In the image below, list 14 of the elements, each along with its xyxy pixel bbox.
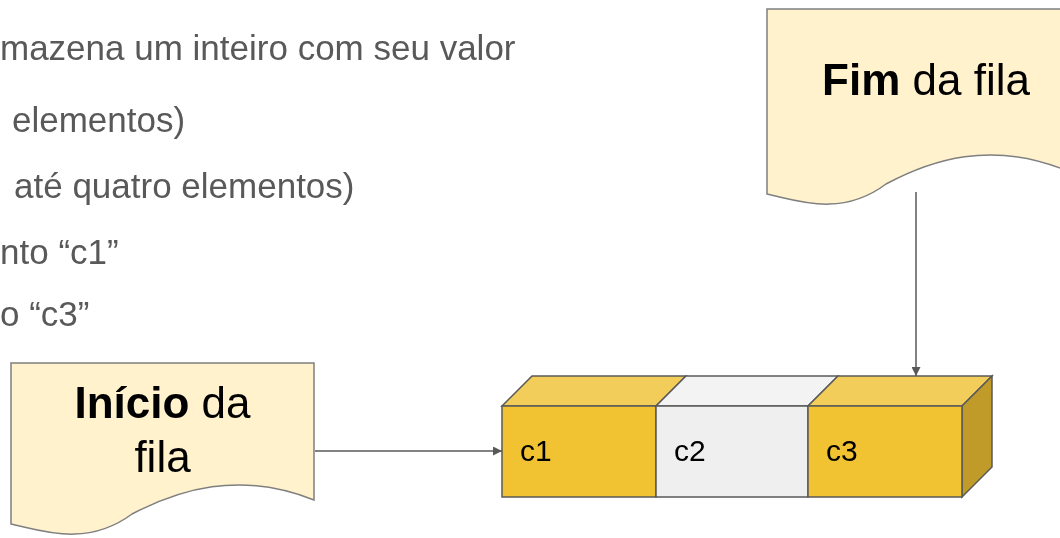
- bullet-text: até quatro elementos): [14, 166, 355, 206]
- cell-label: c1: [520, 434, 552, 468]
- document-shape: [10, 362, 315, 538]
- arrow: [314, 446, 503, 456]
- bullet-text: mazena um inteiro com seu valor: [0, 28, 516, 68]
- cell-label: c3: [826, 434, 858, 468]
- cell-label: c2: [674, 434, 706, 468]
- node-label: Fim da fila: [821, 54, 1031, 106]
- node-label: Início da fila: [73, 377, 252, 483]
- bullet-text: nto “c1”: [0, 232, 119, 272]
- arrow: [911, 191, 921, 377]
- document-shape: [766, 8, 1060, 208]
- bullet-text: elementos): [12, 100, 186, 140]
- bullet-text: o “c3”: [0, 294, 90, 334]
